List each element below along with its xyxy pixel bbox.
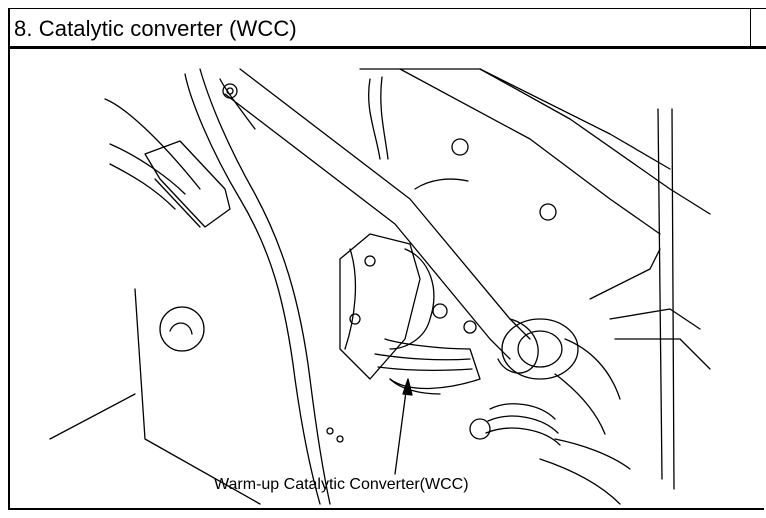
wire-3 — [414, 178, 469, 190]
callout-leader-line — [394, 383, 408, 475]
access-hole-clip — [169, 322, 193, 335]
converter-lower-body — [384, 338, 481, 390]
converter-bolt-flange — [463, 320, 477, 334]
right-frame-line-2 — [671, 108, 675, 490]
upper-bolt-left — [222, 83, 238, 99]
header-right-border — [750, 8, 751, 48]
wire-2 — [380, 76, 389, 160]
crossmember-lower-edge — [224, 93, 511, 360]
bolt-top-middle — [451, 138, 469, 156]
right-support-arm-lower — [614, 338, 711, 370]
converter-shield-fold — [344, 248, 357, 350]
crossmember-upper-edge — [239, 68, 531, 340]
left-rod-line-1 — [104, 98, 201, 190]
right-bracket — [589, 248, 661, 300]
panel-rivet-2 — [336, 435, 344, 443]
converter-housing-curve — [389, 248, 435, 350]
frame-rail-left-outer — [184, 73, 321, 505]
bellows-ring-3 — [485, 427, 561, 446]
exhaust-pipe-lower — [554, 373, 606, 435]
left-clamp-block — [144, 140, 231, 228]
exhaust-coupling-outer — [501, 318, 579, 380]
floor-access-hole — [159, 306, 205, 352]
lower-clamp — [469, 418, 491, 440]
technical-illustration — [10, 49, 764, 508]
header-divider — [10, 46, 766, 49]
content-frame — [8, 8, 764, 510]
floor-panel-edge — [134, 288, 261, 505]
converter-bolt-lower — [349, 313, 361, 325]
top-panel-ridge — [479, 68, 671, 170]
bellows-ring-1 — [489, 403, 556, 420]
left-rod-line-3 — [109, 163, 176, 210]
converter-rib-1 — [374, 353, 471, 361]
crossmember-end-cap — [497, 318, 539, 374]
top-panel-edge — [359, 68, 711, 215]
converter-bolt-right — [432, 303, 448, 319]
left-clamp-edge — [154, 178, 201, 228]
exhaust-coupling-inner — [517, 330, 563, 368]
section-title: 8. Catalytic converter (WCC) — [14, 16, 297, 41]
floor-panel-crease — [49, 393, 136, 440]
right-support-arm — [609, 308, 701, 330]
callout-arrowhead — [402, 378, 413, 396]
converter-bolt-upper — [364, 255, 376, 267]
top-border — [8, 8, 766, 9]
wire-1 — [367, 78, 381, 160]
converter-rib-2 — [377, 366, 473, 371]
right-frame-line-1 — [657, 108, 663, 480]
wcc-callout-label: Warm-up Catalytic Converter(WCC) — [214, 476, 469, 493]
converter-outlet — [389, 378, 441, 395]
panel-rivet-1 — [326, 427, 334, 435]
bolt-right-upper — [539, 203, 557, 221]
top-panel-inner — [399, 68, 661, 235]
frame-rail-left-inner — [199, 68, 331, 505]
bellows-ring-2 — [487, 415, 559, 434]
wcc-line-drawing — [49, 68, 711, 505]
upper-bolt-left-center — [226, 87, 234, 95]
exhaust-pipe-upper — [564, 338, 621, 400]
converter-heat-shield — [339, 233, 421, 380]
section-header: 8. Catalytic converter (WCC) — [10, 9, 750, 47]
lower-pipe-edge — [554, 438, 631, 470]
lower-pipe-edge-2 — [539, 458, 621, 505]
